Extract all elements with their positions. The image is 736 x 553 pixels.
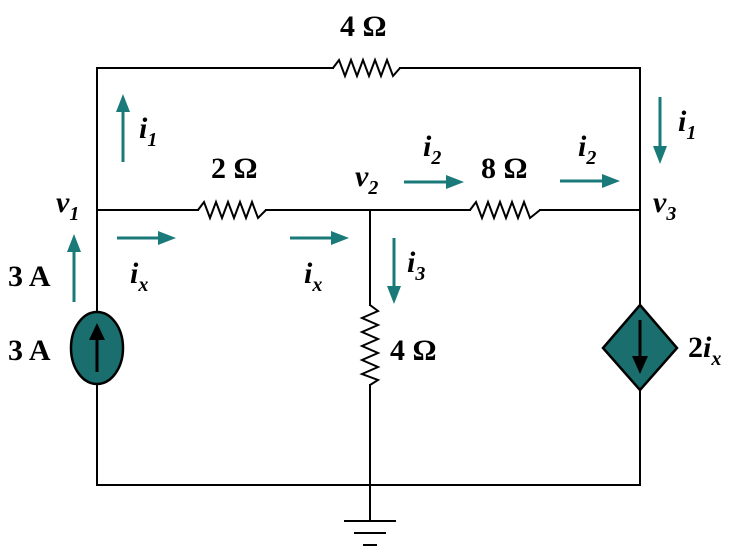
label-i2-right: i2	[578, 130, 596, 169]
label-node-v1: v1	[56, 186, 79, 225]
label-i3: i3	[407, 246, 425, 285]
arrow-ix-left	[117, 231, 176, 245]
label-node-v2: v2	[355, 160, 378, 199]
arrow-ix-mid	[290, 231, 349, 245]
wires	[96, 67, 641, 521]
label-dependent-source: 2ix	[688, 331, 721, 370]
arrow-i1-left	[116, 94, 130, 162]
current-source-3a	[69, 310, 125, 386]
arrow-i2-right	[560, 174, 620, 188]
label-r-2ohm: 2 Ω	[211, 152, 258, 185]
label-3a-arrow: 3 A	[8, 260, 51, 293]
label-ix-mid: ix	[304, 257, 322, 296]
arrow-3a	[67, 234, 81, 302]
label-ix-left: ix	[130, 257, 148, 296]
label-3a-source: 3 A	[8, 334, 51, 367]
label-i1-right: i1	[678, 105, 696, 144]
dependent-current-source	[601, 303, 679, 392]
label-node-v3: v3	[653, 186, 676, 225]
resistor-2ohm	[197, 199, 267, 221]
label-i1-left: i1	[139, 112, 157, 151]
label-i2-left: i2	[423, 130, 441, 169]
arrow-i2-left	[404, 175, 464, 189]
label-r-8ohm: 8 Ω	[481, 152, 528, 185]
ground-icon	[344, 520, 396, 546]
label-r-bottom: 4 Ω	[390, 334, 437, 367]
resistor-top-4ohm	[332, 57, 401, 79]
arrow-i1-right	[653, 97, 667, 164]
resistor-bottom-4ohm	[359, 304, 381, 386]
arrow-i3	[387, 238, 401, 304]
label-r-top: 4 Ω	[340, 10, 387, 43]
resistor-8ohm	[469, 199, 541, 221]
